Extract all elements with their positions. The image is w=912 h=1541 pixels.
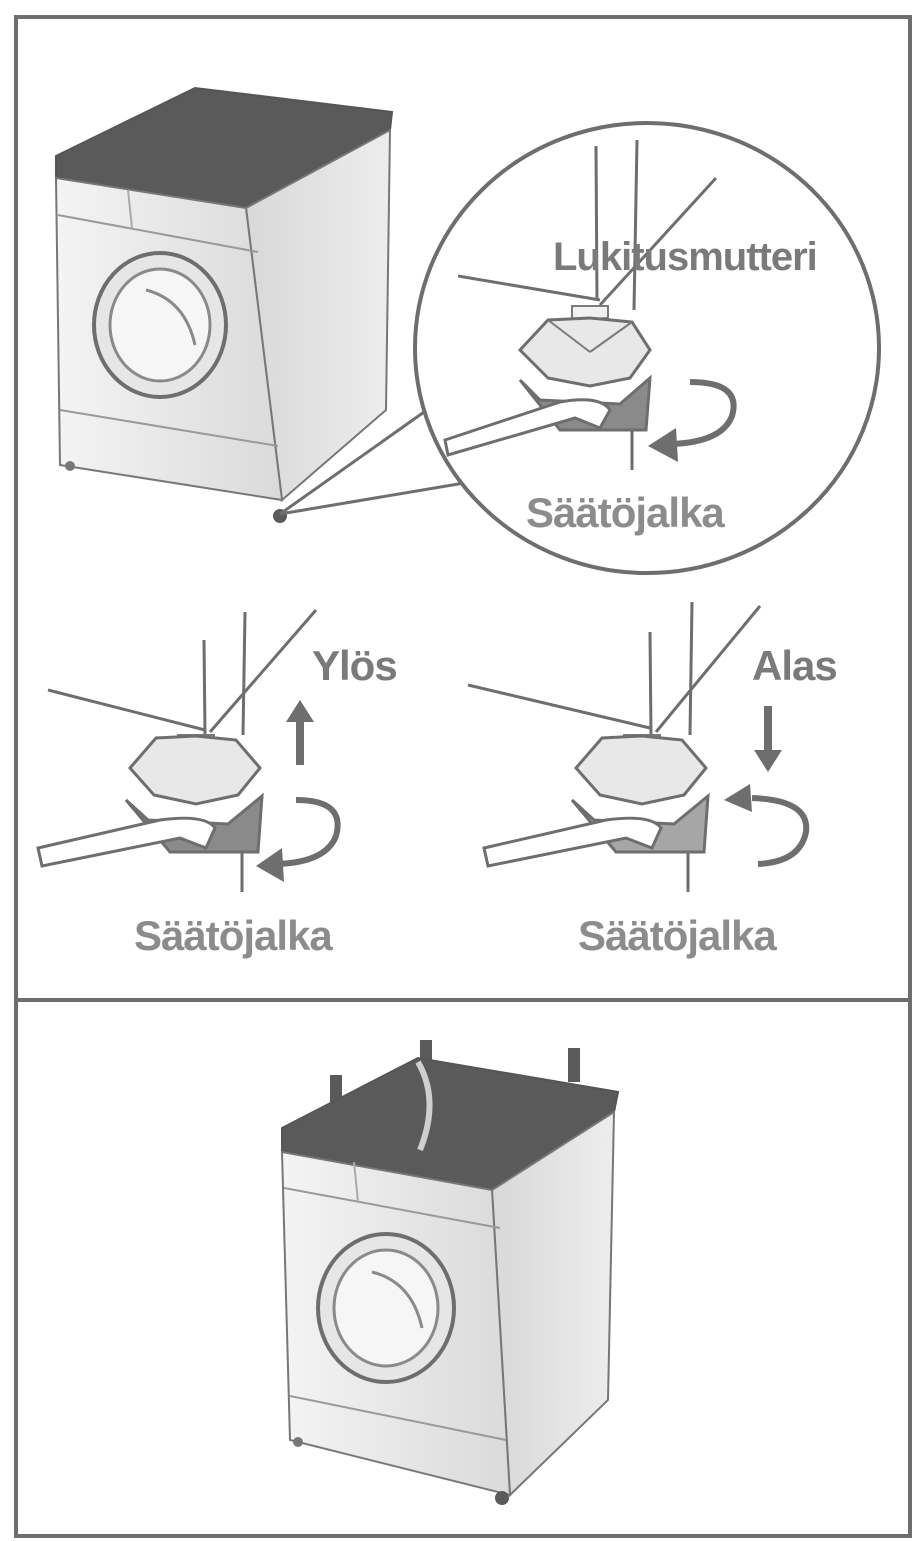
washer-door <box>318 1234 454 1382</box>
washing-machine-top <box>56 88 392 523</box>
down-label: Alas <box>752 642 837 689</box>
arrow-down-icon <box>754 706 782 772</box>
washing-machine-level <box>282 1040 618 1505</box>
adjust-up-detail <box>38 610 338 892</box>
lock-nut-label: Lukitusmutteri <box>553 235 817 279</box>
adjust-foot-label-left: Säätöjalka <box>134 912 333 959</box>
adjust-foot-label-right: Säätöjalka <box>578 912 777 959</box>
arrow-up-icon <box>286 700 314 765</box>
washer-door <box>94 253 226 397</box>
adjust-foot-label-zoom: Säätöjalka <box>526 489 725 536</box>
rotate-clockwise-icon <box>256 800 338 882</box>
up-label: Ylös <box>312 642 397 689</box>
rotate-counterclockwise-icon <box>724 784 806 864</box>
